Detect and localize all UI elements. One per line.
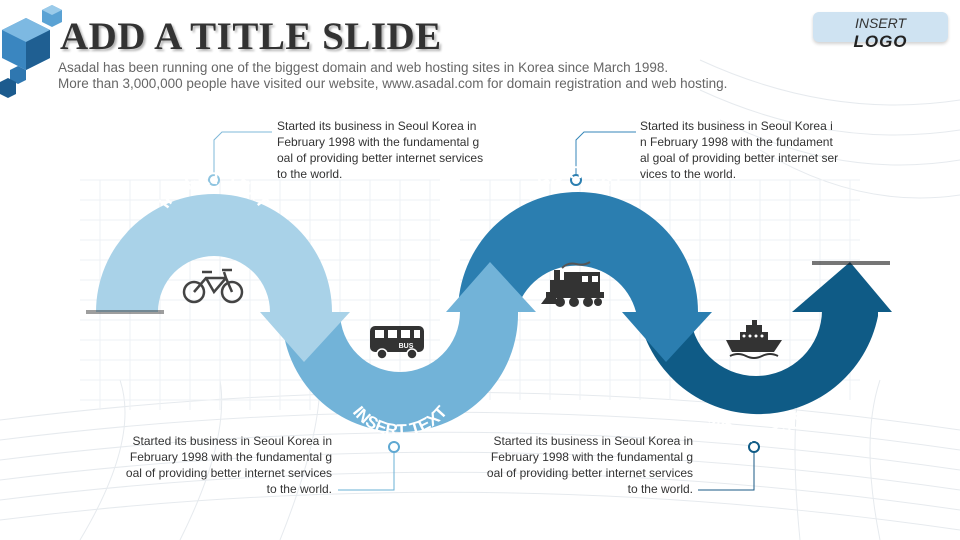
stage-1-desc-line-3: oal of providing better internet service… — [277, 151, 484, 165]
stage-2-arrow — [282, 262, 536, 433]
slide-title: ADD A TITLE SLIDE — [60, 15, 442, 58]
stage-4-desc-line-2: February 1998 with the fundamental g — [490, 450, 693, 464]
stage-2-desc-line-2: February 1998 with the fundamental g — [129, 450, 332, 464]
bus-icon: BUS — [370, 326, 424, 360]
stage-4-label: INSERT TEXT — [704, 409, 808, 446]
ship-icon — [726, 320, 782, 359]
stage-1-description: Started its business in Seoul Korea in F… — [277, 118, 483, 182]
stage-3-desc-line-4: vices to the world. — [640, 167, 737, 181]
subtitle-line-2: More than 3,000,000 people have visited … — [58, 76, 728, 91]
stage-1-desc-line-2: February 1998 with the fundamental g — [277, 135, 480, 149]
slide-subtitle: Asadal has been running one of the bigge… — [58, 60, 727, 92]
bicycle-icon — [182, 268, 244, 304]
connector-dot-1 — [208, 174, 220, 186]
stage-3-description: Started its business in Seoul Korea i n … — [640, 118, 838, 182]
stage-4-desc-line-3: oal of providing better internet service… — [486, 466, 693, 480]
stage-1-arrow — [96, 194, 350, 362]
stage-3-desc-line-1: Started its business in Seoul Korea i — [640, 119, 833, 133]
connector-dot-4 — [748, 441, 760, 453]
stage-2-desc-line-4: to the world. — [266, 482, 332, 496]
connector-dot-3 — [570, 174, 582, 186]
stage-1-desc-line-1: Started its business in Seoul Korea in — [277, 119, 477, 133]
logo-placeholder[interactable]: INSERT LOGO — [813, 12, 948, 51]
stage-3-desc-line-2: n February 1998 with the fundament — [640, 135, 833, 149]
stage-3-arrow — [458, 192, 712, 362]
bus-icon-text: BUS — [399, 343, 414, 350]
logo-text: LOGO — [853, 32, 908, 51]
stage-4-description: Started its business in Seoul Korea in F… — [487, 433, 693, 497]
stage-3-desc-line-3: al goal of providing better internet ser — [640, 151, 839, 165]
stage-2-description: Started its business in Seoul Korea in F… — [126, 433, 332, 497]
connector-dot-2 — [388, 441, 400, 453]
stage-2-desc-line-1: Started its business in Seoul Korea in — [132, 434, 332, 448]
stage-4-arrow — [638, 262, 892, 415]
stage-4-desc-line-1: Started its business in Seoul Korea in — [493, 434, 693, 448]
train-icon — [541, 261, 604, 307]
stage-4-desc-line-4: to the world. — [627, 482, 693, 496]
logo-insert-text: INSERT — [854, 15, 907, 31]
subtitle-line-1: Asadal has been running one of the bigge… — [58, 60, 669, 75]
stage-1-desc-line-4: to the world. — [277, 167, 343, 181]
stage-2-desc-line-3: oal of providing better internet service… — [125, 466, 332, 480]
